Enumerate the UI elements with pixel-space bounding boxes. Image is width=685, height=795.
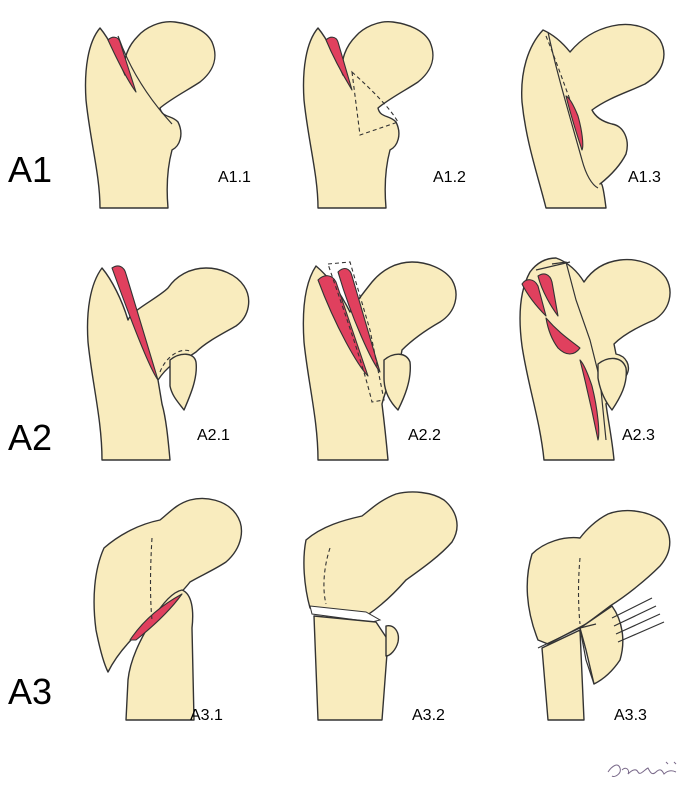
- proximal-fragment: [526, 509, 671, 645]
- panel-label-a3-1: A3.1: [190, 707, 223, 724]
- dashed-fragment-outline: [327, 261, 385, 403]
- femur-outline: [302, 21, 434, 209]
- row-label-a3: A3: [8, 671, 52, 712]
- fracture-line: [117, 35, 173, 125]
- distal-shaft: [313, 615, 389, 721]
- red-fragment: [111, 265, 159, 381]
- distal-shaft: [125, 589, 195, 721]
- lesser-trochanter: [385, 625, 400, 657]
- fracture-gap: [309, 605, 382, 623]
- dashed-fragment-outline: [351, 70, 399, 136]
- red-fragment: [129, 593, 183, 641]
- red-fragment: [545, 317, 581, 355]
- panel-a1-2: A1.2: [302, 21, 466, 209]
- row-label-a1: A1: [8, 149, 52, 190]
- red-fragment: [537, 273, 559, 317]
- panel-a2-2: A2.2: [302, 261, 457, 461]
- red-fragment: [107, 36, 137, 93]
- panel-label-a1-3: A1.3: [628, 169, 661, 186]
- fracture-line: [579, 627, 595, 685]
- femur-outline: [86, 267, 250, 461]
- panel-a1-1: A1.1: [84, 21, 251, 209]
- lesser-trochanter-fragment: [597, 357, 627, 411]
- dashed-fracture-line: [149, 537, 153, 621]
- red-fragment: [565, 95, 584, 151]
- red-fragment: [325, 36, 353, 91]
- femur-outline: [84, 21, 216, 209]
- fracture-line: [535, 261, 571, 271]
- panel-label-a1-1: A1.1: [218, 169, 251, 186]
- proximal-fragment: [303, 491, 458, 617]
- red-fragment: [317, 275, 369, 377]
- panel-a3-3: A3.3: [526, 509, 671, 724]
- panel-label-a1-2: A1.2: [433, 169, 466, 186]
- panel-label-a2-1: A2.1: [197, 427, 230, 444]
- panel-a3-1: A3.1: [93, 497, 243, 724]
- panel-label-a2-2: A2.2: [408, 427, 441, 444]
- red-fragment: [579, 359, 600, 441]
- row-label-a2: A2: [8, 417, 52, 458]
- artist-signature: [607, 761, 677, 777]
- red-fragment: [337, 267, 381, 373]
- comminution-lines: [611, 597, 665, 643]
- dashed-fracture-line: [323, 547, 331, 605]
- lesser-trochanter-fragment: [383, 353, 412, 411]
- panel-a1-3: A1.3: [520, 23, 665, 209]
- dashed-fragment-outline: [159, 349, 193, 373]
- panel-a2-3: A2.3: [519, 257, 671, 461]
- panel-label-a2-3: A2.3: [622, 427, 655, 444]
- distal-shaft-left: [541, 629, 585, 721]
- panel-a3-2: A3.2: [303, 491, 458, 724]
- panel-label-a3-3: A3.3: [614, 707, 647, 724]
- panel-a2-1: A2.1: [86, 265, 250, 461]
- fracture-line: [547, 31, 599, 189]
- panel-label-a3-2: A3.2: [412, 707, 445, 724]
- red-fragment: [521, 279, 547, 317]
- lesser-trochanter-fragment: [169, 353, 198, 411]
- proximal-fragment: [93, 497, 243, 673]
